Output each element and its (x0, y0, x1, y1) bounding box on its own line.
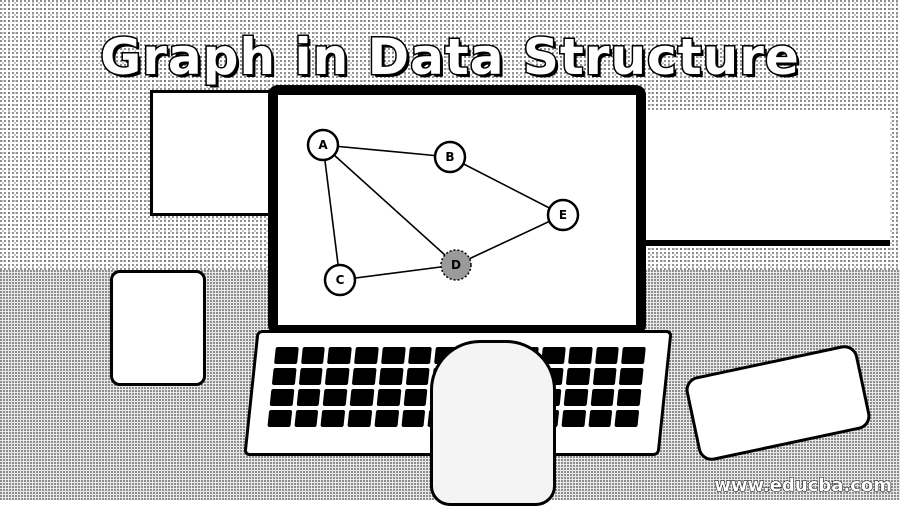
keyboard-key (565, 368, 591, 385)
graph-edge-A-C (322, 144, 341, 281)
keyboard-key (271, 368, 297, 385)
graph-edge-B-E (449, 156, 564, 216)
keyboard-key (351, 368, 377, 385)
keyboard-key (300, 347, 326, 364)
keyboard-key (298, 368, 324, 385)
keyboard-key (621, 347, 646, 364)
graph-node-label-E: E (559, 208, 567, 222)
keyboard-key (616, 389, 642, 406)
keyboard-key (354, 347, 379, 364)
graph-diagram: A B C D E (306, 128, 580, 297)
keyboard-key (323, 389, 348, 406)
keyboard-key (294, 410, 319, 427)
jar (110, 270, 206, 386)
graph-node-D (440, 249, 472, 281)
page-title: Graph in Data Structure (99, 27, 801, 88)
graph-node-A (306, 128, 340, 162)
keyboard-key (590, 389, 615, 406)
background-window-right (640, 110, 890, 246)
screen-display: A B C D E (278, 95, 636, 325)
keyboard-key (269, 389, 295, 406)
graph-edge-A-D (322, 144, 457, 266)
keyboard-key (614, 410, 640, 427)
keyboard-key (376, 389, 401, 406)
keyboard-key (380, 347, 406, 364)
graph-edge-A-B (322, 144, 451, 158)
graph-node-B (433, 140, 467, 174)
keyboard-key (267, 410, 292, 427)
keyboard-key (327, 347, 352, 364)
keyboard-key (619, 368, 644, 385)
laptop-screen: A B C D E (268, 85, 646, 335)
graph-edge-D-E (455, 214, 564, 266)
keyboard-key (563, 389, 588, 406)
keyboard-key (592, 368, 617, 385)
keyboard-key (400, 410, 426, 427)
keyboard-key (407, 347, 433, 364)
graph-node-label-D: D (451, 258, 461, 272)
keyboard-key (561, 410, 586, 427)
keyboard-key (349, 389, 375, 406)
keyboard-key (374, 410, 399, 427)
keyboard-key (403, 389, 428, 406)
keyboard-key (320, 410, 346, 427)
hand (430, 340, 556, 506)
keyboard-key (296, 389, 321, 406)
graph-node-label-B: B (445, 150, 454, 164)
keyboard-key (594, 347, 620, 364)
keyboard-key (347, 410, 373, 427)
graph-node-C (323, 263, 357, 297)
graph-node-label-C: C (336, 273, 345, 287)
background-window-left (150, 90, 276, 216)
graph-edge-C-D (339, 264, 457, 281)
graph-node-E (546, 198, 580, 232)
keyboard-key (405, 368, 430, 385)
keyboard-key (567, 347, 593, 364)
keyboard-key (378, 368, 404, 385)
watermark-url: www.educba.com (714, 475, 893, 497)
keyboard-key (587, 410, 613, 427)
graph-node-label-A: A (318, 138, 328, 152)
keyboard-key (325, 368, 350, 385)
keyboard-key (274, 347, 299, 364)
